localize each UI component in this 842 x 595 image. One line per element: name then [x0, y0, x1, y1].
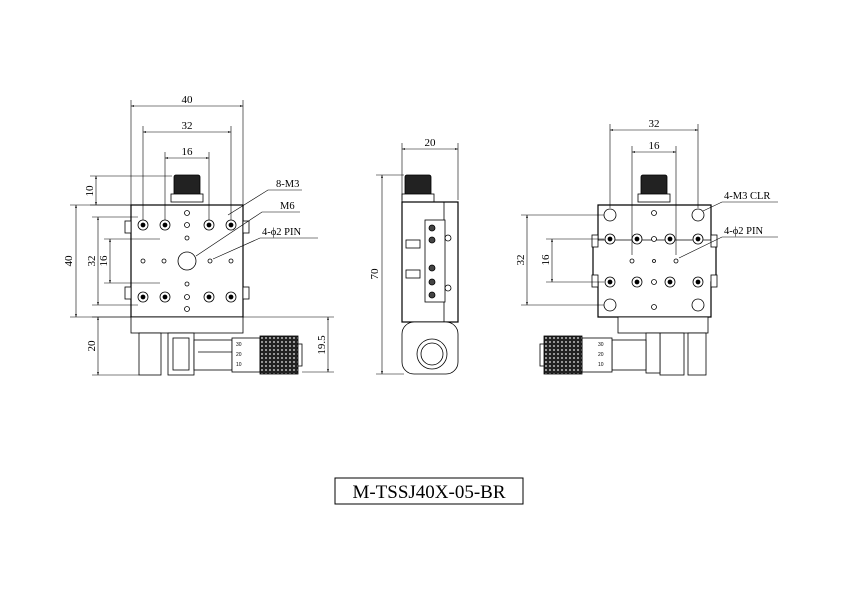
callout-center-thread: M6 [280, 201, 295, 212]
side-view [401, 174, 459, 375]
dim-rear-width-holes: 32 [649, 118, 660, 130]
dim-front-height-holes: 32 [86, 256, 98, 267]
rear-micrometer-scale: 30 20 10 [598, 342, 604, 368]
front-micrometer-sleeve [193, 339, 233, 371]
front-scale-10: 10 [236, 362, 242, 368]
dim-rear-height-holes: 32 [515, 255, 527, 266]
front-view [124, 174, 303, 376]
dim-front-base-height: 20 [86, 340, 98, 352]
side-micrometer-end [416, 338, 448, 370]
callout-front-pins: 4-ϕ2 PIN [262, 227, 301, 238]
rear-base [617, 316, 709, 334]
model-number: M-TSSJ40X-05-BR [352, 482, 505, 503]
model-title-box: M-TSSJ40X-05-BR [334, 477, 524, 505]
rear-scale-30: 30 [598, 342, 604, 348]
rear-mounting-holes [603, 208, 705, 312]
rear-dimension-lines [521, 124, 778, 306]
side-dimension-lines [376, 143, 459, 375]
dim-side-depth: 20 [425, 137, 437, 149]
rear-dimension-texts: 32 16 32 16 4-M3 CLR 4-ϕ2 PIN [515, 118, 770, 266]
dim-front-width-overall: 40 [182, 94, 194, 106]
dim-rear-width-inner: 16 [649, 140, 661, 152]
side-dimension-texts: 20 70 [369, 137, 436, 280]
dim-front-height-overall: 40 [63, 255, 75, 267]
front-dimension-texts: 40 32 16 10 40 32 16 20 19.5 8-M3 M6 4-ϕ… [63, 94, 328, 355]
dim-front-width-holes: 32 [182, 120, 193, 132]
dim-rear-height-inner: 16 [540, 254, 552, 266]
callout-rear-pins: 4-ϕ2 PIN [724, 226, 763, 237]
dim-front-micrometer-height: 19.5 [316, 335, 328, 355]
front-scale-20: 20 [236, 352, 242, 358]
rear-scale-10: 10 [598, 362, 604, 368]
rear-view [539, 174, 718, 376]
rear-micrometer-sleeve [611, 339, 647, 371]
callout-tapped-holes: 8-M3 [276, 179, 299, 190]
dim-front-width-inner: 16 [182, 146, 194, 158]
callout-clearance-holes: 4-M3 CLR [724, 191, 770, 202]
front-mounting-holes [137, 210, 237, 312]
front-dimension-lines [70, 100, 334, 376]
dim-side-total-height: 70 [369, 268, 381, 280]
front-scale-30: 30 [236, 342, 242, 348]
rear-scale-20: 20 [598, 352, 604, 358]
front-micrometer-scale: 30 20 10 [236, 342, 242, 368]
dim-front-top-offset: 10 [84, 185, 96, 197]
front-base [130, 316, 244, 334]
dim-front-height-inner: 16 [98, 255, 110, 267]
front-micrometer-knurl [259, 335, 299, 375]
rear-micrometer-knurl [543, 335, 583, 375]
